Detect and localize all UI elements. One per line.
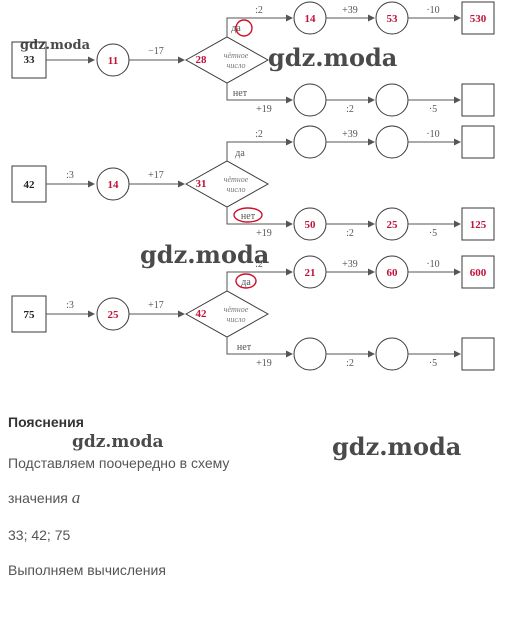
op-plus-19: +19 bbox=[256, 104, 272, 115]
op-times-5: ·5 bbox=[429, 228, 437, 239]
explanation-line-2: значения a bbox=[8, 488, 80, 508]
bot-circle-2-value: 25 bbox=[387, 219, 399, 231]
diamond-value: 31 bbox=[196, 178, 207, 190]
no-label: нет bbox=[233, 88, 248, 99]
bot-result-box bbox=[461, 207, 495, 241]
input-value: 75 bbox=[24, 309, 36, 321]
op-minus-17: −17 bbox=[148, 46, 164, 57]
decision-diamond bbox=[184, 36, 270, 84]
no-label: нет bbox=[241, 211, 256, 222]
highlight-yes bbox=[235, 273, 257, 289]
decision-diamond bbox=[184, 160, 270, 208]
bot-circle-1-value: 50 bbox=[305, 219, 317, 231]
top-circle-1-value: 14 bbox=[305, 13, 317, 25]
op-plus-39: +39 bbox=[342, 5, 358, 16]
diamond-value: 42 bbox=[196, 308, 208, 320]
op-plus-17: +17 bbox=[148, 170, 164, 181]
op-plus-39: +39 bbox=[342, 259, 358, 270]
no-label: нет bbox=[237, 342, 252, 353]
diamond-value: 28 bbox=[196, 54, 208, 66]
yes-label: да bbox=[241, 277, 251, 288]
bot-result-box bbox=[461, 337, 495, 371]
top-circle-1-value: 21 bbox=[305, 267, 316, 279]
diamond-label-2: число bbox=[227, 315, 246, 324]
highlight-no bbox=[233, 207, 263, 223]
watermark: gdz.moda bbox=[20, 38, 91, 53]
op-div-2: :2 bbox=[255, 5, 263, 16]
top-result-box bbox=[461, 255, 495, 289]
input-value: 42 bbox=[24, 179, 36, 191]
top-result-value: 530 bbox=[470, 13, 487, 25]
bot-circle-1 bbox=[293, 83, 327, 117]
bot-circle-2 bbox=[375, 83, 409, 117]
variable-a: a bbox=[71, 488, 81, 507]
top-result-box bbox=[461, 1, 495, 35]
op-plus-19: +19 bbox=[256, 228, 272, 239]
input-box bbox=[11, 165, 47, 203]
diamond-label-1: чётное bbox=[224, 175, 249, 184]
circle-1-value: 11 bbox=[108, 55, 118, 67]
diamond-label-1: чётное bbox=[224, 51, 249, 60]
op-div-2: :2 bbox=[255, 129, 263, 140]
row-2: 42 :3 14 +17 31 чётное число да :2 +39 ·… bbox=[11, 125, 495, 241]
input-value: 33 bbox=[24, 54, 36, 66]
watermark: gdz.moda bbox=[72, 432, 164, 452]
watermark: gdz.moda bbox=[332, 432, 462, 461]
bot-result-box bbox=[461, 83, 495, 117]
diamond-label-2: число bbox=[227, 185, 246, 194]
top-circle-2-value: 60 bbox=[387, 267, 399, 279]
op-times-10: ·10 bbox=[426, 5, 439, 16]
row-3: 75 :3 25 +17 42 чётное число да :2 21 +3… bbox=[11, 255, 495, 371]
op-div-2-bottom: :2 bbox=[346, 358, 354, 369]
flowchart: 33 11 −17 28 чётное число да :2 14 +39 5… bbox=[11, 1, 495, 371]
explanation-heading: Пояснения bbox=[8, 414, 84, 430]
bot-circle-2 bbox=[375, 337, 409, 371]
op-times-10: ·10 bbox=[426, 259, 439, 270]
bot-result-value: 125 bbox=[470, 219, 487, 231]
op-div-2-bottom: :2 bbox=[346, 228, 354, 239]
highlight-yes bbox=[235, 19, 253, 37]
diamond-label-2: число bbox=[227, 61, 246, 70]
watermark: gdz.moda bbox=[268, 43, 397, 72]
top-circle-2 bbox=[375, 125, 409, 159]
op-div-2: :2 bbox=[255, 259, 263, 270]
explanation-line-1: Подставляем поочередно в схему bbox=[8, 455, 230, 471]
watermark: gdz.moda bbox=[140, 240, 269, 269]
op-plus-39: +39 bbox=[342, 129, 358, 140]
diamond-label-1: чётное bbox=[224, 305, 249, 314]
decision-diamond bbox=[184, 290, 270, 338]
op-div-3: :3 bbox=[66, 170, 74, 181]
line-2-prefix: значения bbox=[8, 490, 68, 506]
explanation-line-4: Выполняем вычисления bbox=[8, 562, 166, 578]
top-result-value: 600 bbox=[470, 267, 487, 279]
input-box bbox=[11, 41, 47, 79]
op-plus-17: +17 bbox=[148, 300, 164, 311]
op-div-3: :3 bbox=[66, 300, 74, 311]
input-box bbox=[11, 295, 47, 333]
yes-label: да bbox=[235, 148, 245, 159]
op-times-5: ·5 bbox=[429, 104, 437, 115]
circle-1-value: 14 bbox=[108, 179, 120, 191]
circle-1-value: 25 bbox=[108, 309, 120, 321]
top-result-box bbox=[461, 125, 495, 159]
explanation-values: 33; 42; 75 bbox=[8, 527, 71, 543]
op-plus-19: +19 bbox=[256, 358, 272, 369]
op-times-5: ·5 bbox=[429, 358, 437, 369]
op-div-2-bottom: :2 bbox=[346, 104, 354, 115]
op-times-10: ·10 bbox=[426, 129, 439, 140]
row-1: 33 11 −17 28 чётное число да :2 14 +39 5… bbox=[11, 1, 495, 117]
top-circle-2-value: 53 bbox=[387, 13, 399, 25]
top-circle-1 bbox=[293, 125, 327, 159]
bot-circle-1 bbox=[293, 337, 327, 371]
